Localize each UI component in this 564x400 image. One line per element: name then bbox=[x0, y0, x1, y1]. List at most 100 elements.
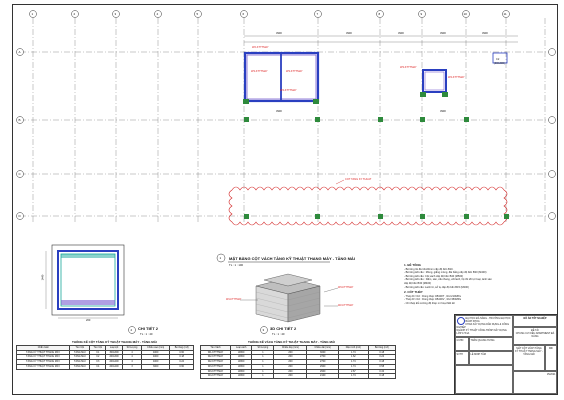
org-line: LỚP 17X1A bbox=[456, 331, 470, 335]
detail-2-bubble bbox=[128, 326, 136, 334]
grid-label-left: A bbox=[18, 50, 21, 54]
table-cell: 0.18 bbox=[367, 373, 397, 379]
title-block-project: ĐỒ ÁN TỐT NGHIỆP bbox=[513, 315, 557, 327]
table-header-row: Tên Vách Loại vách Số Lượng Chiều dày (m… bbox=[199, 345, 397, 351]
person1-role: GVHD bbox=[455, 337, 469, 351]
dimension-line-top bbox=[244, 35, 518, 43]
table-cell: C4 bbox=[89, 363, 107, 370]
grid-label-left: D bbox=[18, 214, 21, 218]
person2-role: SVTH bbox=[455, 351, 469, 365]
detail-2-dimension: 1440 bbox=[41, 274, 45, 281]
detail-3d-number: 3 bbox=[262, 328, 265, 332]
note-line: - Bê tông kết cấu: Lanh tô, sở tụ cấp độ… bbox=[404, 285, 469, 289]
table-cell: 2100 bbox=[306, 373, 340, 379]
cloud-leader bbox=[335, 179, 345, 185]
main-title-bubble bbox=[216, 253, 226, 263]
sheet-number: KC bbox=[545, 345, 557, 371]
note-line: - Bê tông kết cấu: Cột,vách cấp độ bền B… bbox=[404, 274, 464, 278]
wall-label: W2-KTTTMAY bbox=[252, 46, 269, 49]
grid-label-top: 6 bbox=[242, 12, 245, 16]
revision-cloud bbox=[228, 186, 508, 226]
detail-3d-scale: TL : 1 : 40 bbox=[272, 332, 285, 336]
dimension-text: 3900 bbox=[398, 32, 404, 35]
elevator-core-right bbox=[420, 69, 448, 97]
wall-schedule-table: Tên Vách Loại vách Số Lượng Chiều dày (m… bbox=[199, 345, 397, 379]
wall-label: W3-KTTTMAY bbox=[286, 70, 303, 73]
main-title-number: 1 bbox=[219, 256, 222, 260]
grid-label-top: 11 bbox=[503, 12, 507, 16]
dimension-text: 3900 bbox=[440, 32, 446, 35]
topic-name: CHUNG CƯ KIÊU APARTMENT ĐÀ NẴNG bbox=[515, 331, 555, 338]
wall-label: W4-KTTTMAY bbox=[448, 76, 465, 79]
grid-label-top: 3 bbox=[114, 12, 117, 16]
table-row: W4-KTTTMAY W200 1 200 2100 1.74 0.18 bbox=[199, 373, 397, 379]
wall-label: W3-KTTTMAY bbox=[251, 70, 268, 73]
3d-leaders bbox=[240, 287, 339, 307]
person2-name: LÊ MINH TÂM bbox=[469, 351, 513, 365]
note-line: - Bê tông lót đá 10x20mm cấp độ bền B10. bbox=[404, 267, 454, 271]
grid-bubbles-left bbox=[16, 48, 556, 220]
drawing-name: MẶT CỘT VÁCH TẦNG KỸ THUẬT THANG MÁY - T… bbox=[513, 345, 545, 371]
table-row: W1-KTTTMAY W200 1 200 3000 1.74 0.18 bbox=[199, 349, 397, 356]
dimension-text: 3900 bbox=[276, 110, 282, 113]
grid-label-top: 8 bbox=[378, 12, 381, 16]
title-block-organization: ĐẠI HỌC ĐÀ NẴNG - TRƯỜNG ĐẠI HỌC BÁCH KH… bbox=[455, 315, 513, 337]
dimension-text: 3900 bbox=[346, 32, 352, 35]
note-line: - Chi thép Đủ cường độ thép mì hoạ thiết… bbox=[404, 301, 455, 305]
table-cell: TẦNG KỸ THUẬT THANG MÁY bbox=[15, 363, 71, 370]
table-cell: 3000 bbox=[141, 363, 171, 370]
title-block: ĐẠI HỌC ĐÀ NẴNG - TRƯỜNG ĐẠI HỌC BÁCH KH… bbox=[454, 314, 557, 394]
table-cell: W200 bbox=[230, 373, 253, 379]
column-size-label: (300x300) bbox=[494, 62, 505, 65]
table-cell: W4-KTTTMAY bbox=[199, 373, 232, 379]
3d-wall-label: W4-KTTTMAY bbox=[226, 298, 242, 301]
grid-label-top: 5 bbox=[196, 12, 199, 16]
grid-lines-horizontal bbox=[20, 51, 552, 217]
note-line: - Bê tông kết cấu : Dầm, sàn, cầu thang,… bbox=[404, 278, 492, 282]
columns-in-cloud bbox=[244, 214, 509, 219]
note-line: - Thép D>=10 : Dùng thép CB400V , Rs=350… bbox=[404, 298, 461, 302]
elevator-core-left bbox=[243, 51, 320, 104]
dimension-text: 3900 bbox=[276, 32, 282, 35]
wall-label: W4-KTTTMAY bbox=[280, 89, 297, 92]
sheet-border bbox=[12, 4, 558, 395]
grid-label-top: 9 bbox=[420, 12, 423, 16]
3d-wall-label: W2-KTTTMAY bbox=[338, 304, 354, 307]
table-cell: 200x400 bbox=[105, 363, 123, 370]
dimension-text: 3900 bbox=[440, 110, 446, 113]
detail-2-dimension: 200 bbox=[86, 319, 91, 322]
detail-3d-title: 3D CHI TIẾT 2 bbox=[270, 326, 297, 331]
grid-label-top: 10 bbox=[463, 12, 467, 16]
grid-label-left: B bbox=[18, 118, 21, 122]
detail-2-scale: TL : 1 : 40 bbox=[140, 332, 153, 336]
note-line: cấp độ bền B30 (M400) bbox=[404, 281, 432, 285]
grid-label-top: 2 bbox=[73, 12, 76, 16]
isometric-3d-core bbox=[255, 273, 321, 323]
person1-name: TRẦN QUANG HƯNG bbox=[469, 337, 513, 351]
grid-label-top: 7 bbox=[316, 12, 319, 16]
column-schedule-table: Chấn Giải Tên Cột Tên Cột Loại cột Số Lư… bbox=[15, 345, 194, 370]
detail-2-title: CHI TIẾT 2 bbox=[138, 326, 159, 331]
grid-bubbles-top bbox=[29, 10, 510, 18]
notes-section-title: 1. BÊ TÔNG bbox=[404, 263, 422, 267]
table-row: TẦNG KỸ THUẬT THANG MÁY TẦNG MÁI C4 200x… bbox=[15, 363, 194, 370]
note-line: - Bê tông kết cấu : Móng, giằng móng, đà… bbox=[404, 271, 487, 275]
grid-label-left: C bbox=[18, 172, 21, 176]
org-line: ĐẠI HỌC ĐÀ NẴNG - TRƯỜNG ĐẠI HỌC BÁCH KH… bbox=[465, 316, 511, 323]
detail-2-section bbox=[45, 244, 125, 319]
title-block-topic: ĐỀ TÀI CHUNG CƯ KIÊU APARTMENT ĐÀ NẴNG bbox=[513, 327, 557, 345]
table-cell: TẦNG MÁI bbox=[69, 363, 91, 370]
main-title-scale: TL : 1 : 100 bbox=[229, 263, 244, 267]
general-notes: 1. BÊ TÔNG - Bê tông lót đá 10x20mm cấp … bbox=[404, 263, 492, 306]
note-line: - Thép D<=10 : Dùng thép CB300T , Rs=210… bbox=[404, 294, 461, 298]
main-title: MẶT BẰNG CỘT VÁCH TẦNG KỸ THUẬT THANG MÁ… bbox=[229, 256, 355, 261]
grid-label-top: 1 bbox=[31, 12, 34, 16]
dimension-text: 3900 bbox=[482, 32, 488, 35]
table-cell: 200 bbox=[273, 373, 308, 379]
detail-3d-bubble bbox=[260, 326, 268, 334]
detail-2-number: 2 bbox=[130, 328, 133, 332]
wall-label: W3-KTTTMAY bbox=[400, 66, 417, 69]
notes-section-title: 2. CỐT THÉP bbox=[404, 290, 423, 295]
